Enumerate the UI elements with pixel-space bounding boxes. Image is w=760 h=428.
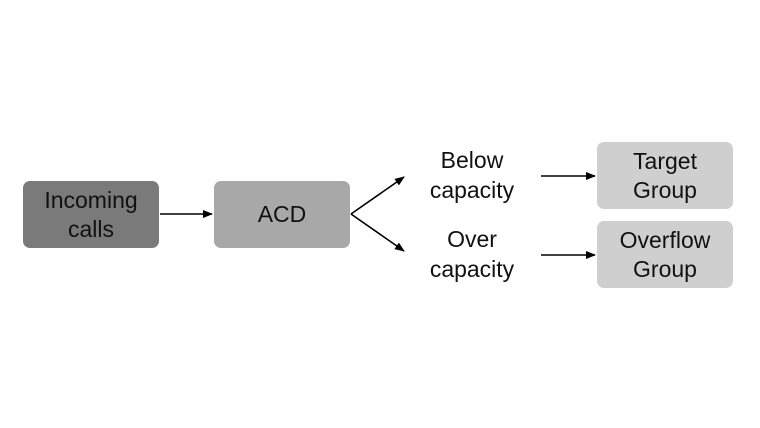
over-capacity-label: Over capacity xyxy=(429,226,515,282)
incoming-calls-node: Incoming calls xyxy=(23,181,159,248)
arrow-acd-to-below-capacity xyxy=(350,176,405,215)
overflow-group-node: Overflow Group xyxy=(597,221,733,288)
acd-node: ACD xyxy=(214,181,350,248)
arrow-acd-to-over-capacity xyxy=(350,213,405,252)
below-capacity-label: Below capacity xyxy=(429,147,515,203)
target-group-node: Target Group xyxy=(597,142,733,209)
